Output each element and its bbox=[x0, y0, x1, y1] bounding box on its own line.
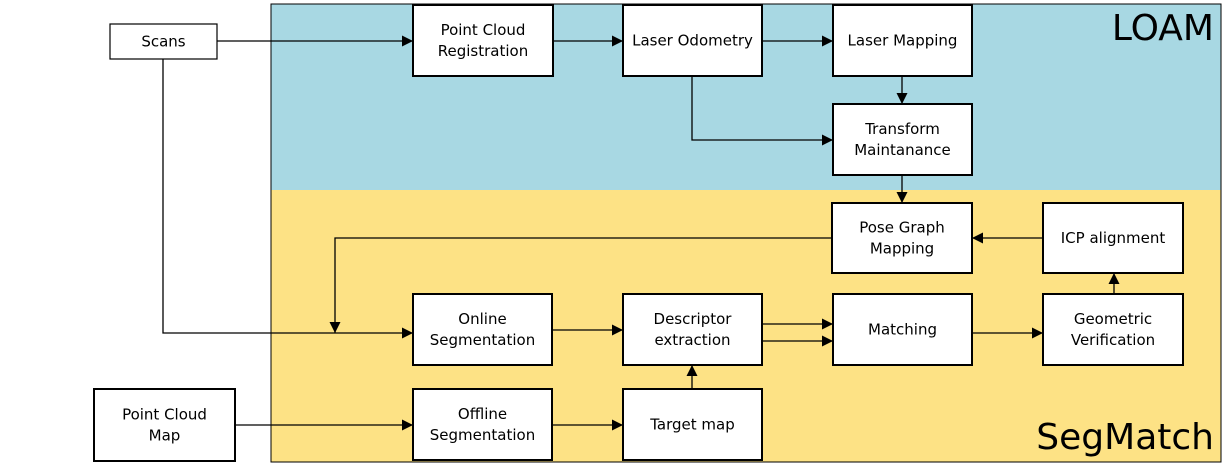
icp-alignment-box: ICP alignment bbox=[1042, 202, 1184, 274]
pose-graph-mapping-label-line-1: Pose Graph bbox=[859, 219, 945, 237]
laser-mapping-label-line-1: Laser Mapping bbox=[848, 32, 958, 50]
geometric-verification-label-line-1: Geometric bbox=[1074, 310, 1152, 328]
connections bbox=[162, 35, 1120, 431]
point-cloud-registration-label-line-1: Point Cloud bbox=[441, 21, 526, 39]
pose-graph-mapping-label-line-2: Mapping bbox=[870, 240, 934, 258]
icp-alignment-label-line-1: ICP alignment bbox=[1061, 229, 1166, 247]
geometric-verification-label-line-2: Verification bbox=[1071, 331, 1155, 349]
descriptor-extraction-box: Descriptor extraction bbox=[622, 293, 763, 366]
scans-label-line-1: Scans bbox=[141, 33, 185, 51]
loam-title: LOAM bbox=[1112, 8, 1214, 49]
arrow-scans-to-online-segmentation bbox=[162, 59, 413, 339]
arrow-pose-graph-mapping-to-online-segmentation bbox=[329, 237, 832, 333]
point-cloud-registration-label-line-2: Registration bbox=[438, 42, 528, 60]
laser-odometry-label-line-1: Laser Odometry bbox=[632, 32, 753, 50]
laser-mapping-box: Laser Mapping bbox=[832, 4, 973, 77]
point-cloud-map-label-line-1: Point Cloud bbox=[122, 406, 207, 424]
transform-maintenance-label-line-2: Maintanance bbox=[854, 141, 951, 159]
online-segmentation-label-line-2: Segmentation bbox=[430, 331, 535, 349]
laser-odometry-box: Laser Odometry bbox=[622, 4, 763, 77]
segmatch-title: SegMatch bbox=[1036, 417, 1214, 458]
arrow-laser-odometry-to-transform-maintenance bbox=[691, 76, 833, 146]
target-map-label-line-1: Target map bbox=[649, 416, 735, 434]
matching-label-line-1: Matching bbox=[868, 321, 937, 339]
online-segmentation-label-line-1: Online bbox=[458, 310, 506, 328]
descriptor-extraction-label-line-1: Descriptor bbox=[654, 310, 733, 328]
point-cloud-map-label-line-2: Map bbox=[149, 427, 181, 445]
scans-box: Scans bbox=[109, 23, 218, 60]
transform-maintenance-label-line-1: Transform bbox=[864, 120, 940, 138]
matching-box: Matching bbox=[832, 293, 973, 366]
target-map-box: Target map bbox=[622, 388, 763, 461]
descriptor-extraction-label-line-2: extraction bbox=[654, 331, 730, 349]
offline-segmentation-label-line-1: Offline bbox=[458, 405, 507, 423]
offline-segmentation-label-line-2: Segmentation bbox=[430, 426, 535, 444]
